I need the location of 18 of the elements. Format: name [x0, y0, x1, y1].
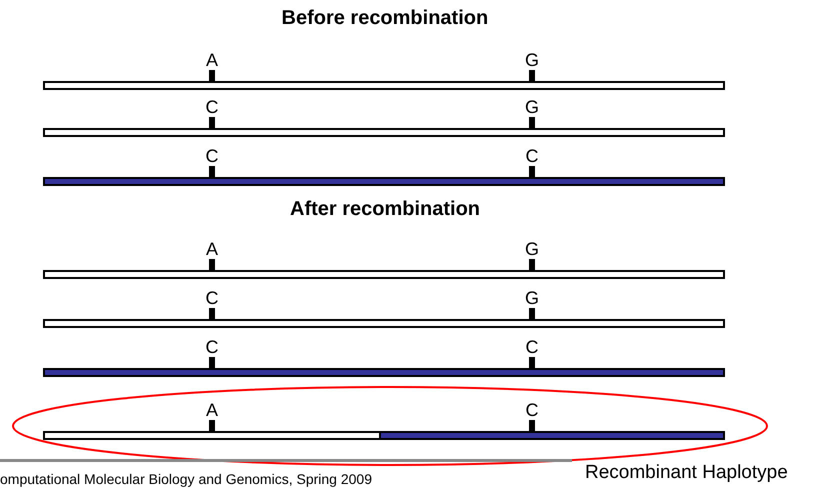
allele-label: C — [206, 338, 218, 356]
allele-label: C — [206, 147, 218, 165]
section-heading: Before recombination — [282, 8, 488, 28]
allele-label: G — [525, 289, 540, 307]
allele-label: C — [526, 401, 538, 419]
allele-label: C — [526, 338, 538, 356]
allele-label: G — [525, 240, 540, 258]
caption-label: Recombinant Haplotype — [585, 463, 788, 482]
allele-label: C — [206, 289, 218, 307]
allele-label: G — [525, 98, 540, 116]
allele-label: C — [206, 98, 218, 116]
allele-label: G — [525, 51, 540, 69]
footer-text: omputational Molecular Biology and Genomics, Spring 2009 — [0, 472, 372, 486]
allele-label: A — [206, 401, 218, 419]
section-heading: After recombination — [290, 199, 480, 219]
allele-label: C — [526, 147, 538, 165]
allele-label: A — [206, 240, 218, 258]
allele-label: A — [206, 51, 218, 69]
